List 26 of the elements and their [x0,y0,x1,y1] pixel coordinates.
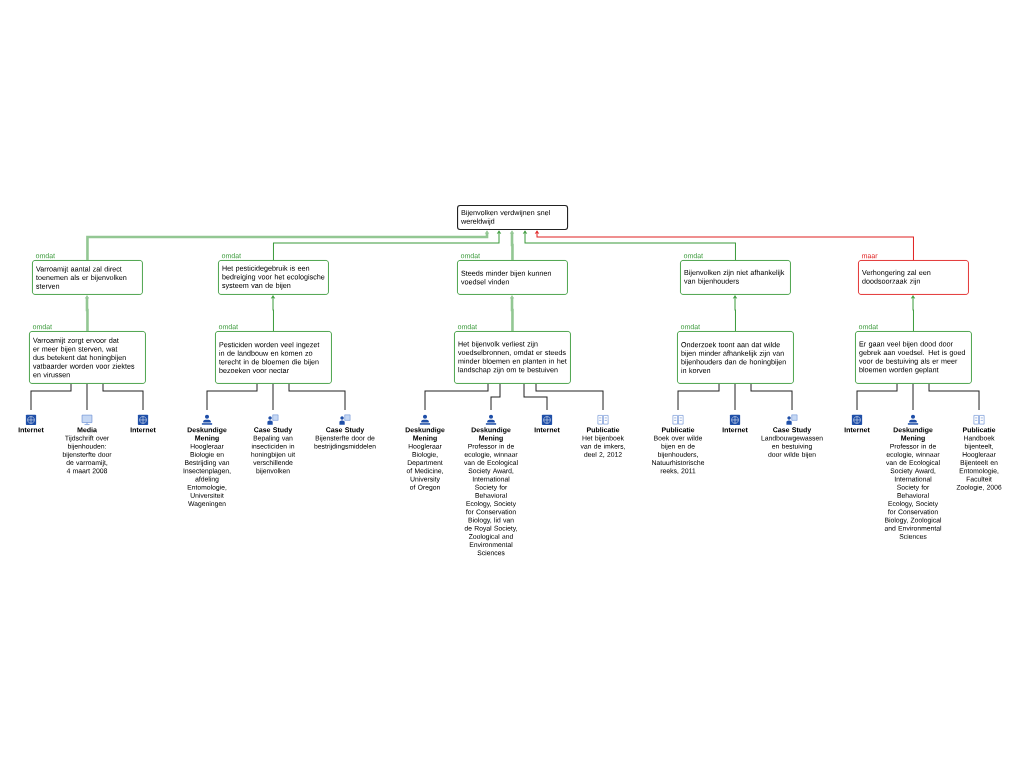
arrow [272,230,501,261]
connector-line [288,383,346,411]
connector-line [856,383,898,411]
arrow [271,295,275,332]
connector-line [86,383,88,411]
arrow [510,230,514,260]
arrow [535,230,914,261]
arrow [85,295,89,331]
connector-line [490,383,501,411]
arrow [733,295,737,332]
connector-line [750,383,793,411]
arrow [510,295,514,331]
connector-line [734,383,736,411]
connector-line [424,383,489,411]
connector-line [535,383,604,411]
connector-line [272,383,274,411]
connector-line [102,383,144,411]
arrow [86,230,489,260]
arrow [523,230,736,261]
connector-line [30,383,72,411]
connector-line [677,383,720,411]
arrow [911,295,915,332]
connector-line [912,383,914,411]
connector-line [206,383,258,411]
connector-line [928,383,980,411]
connector-line [523,383,548,411]
